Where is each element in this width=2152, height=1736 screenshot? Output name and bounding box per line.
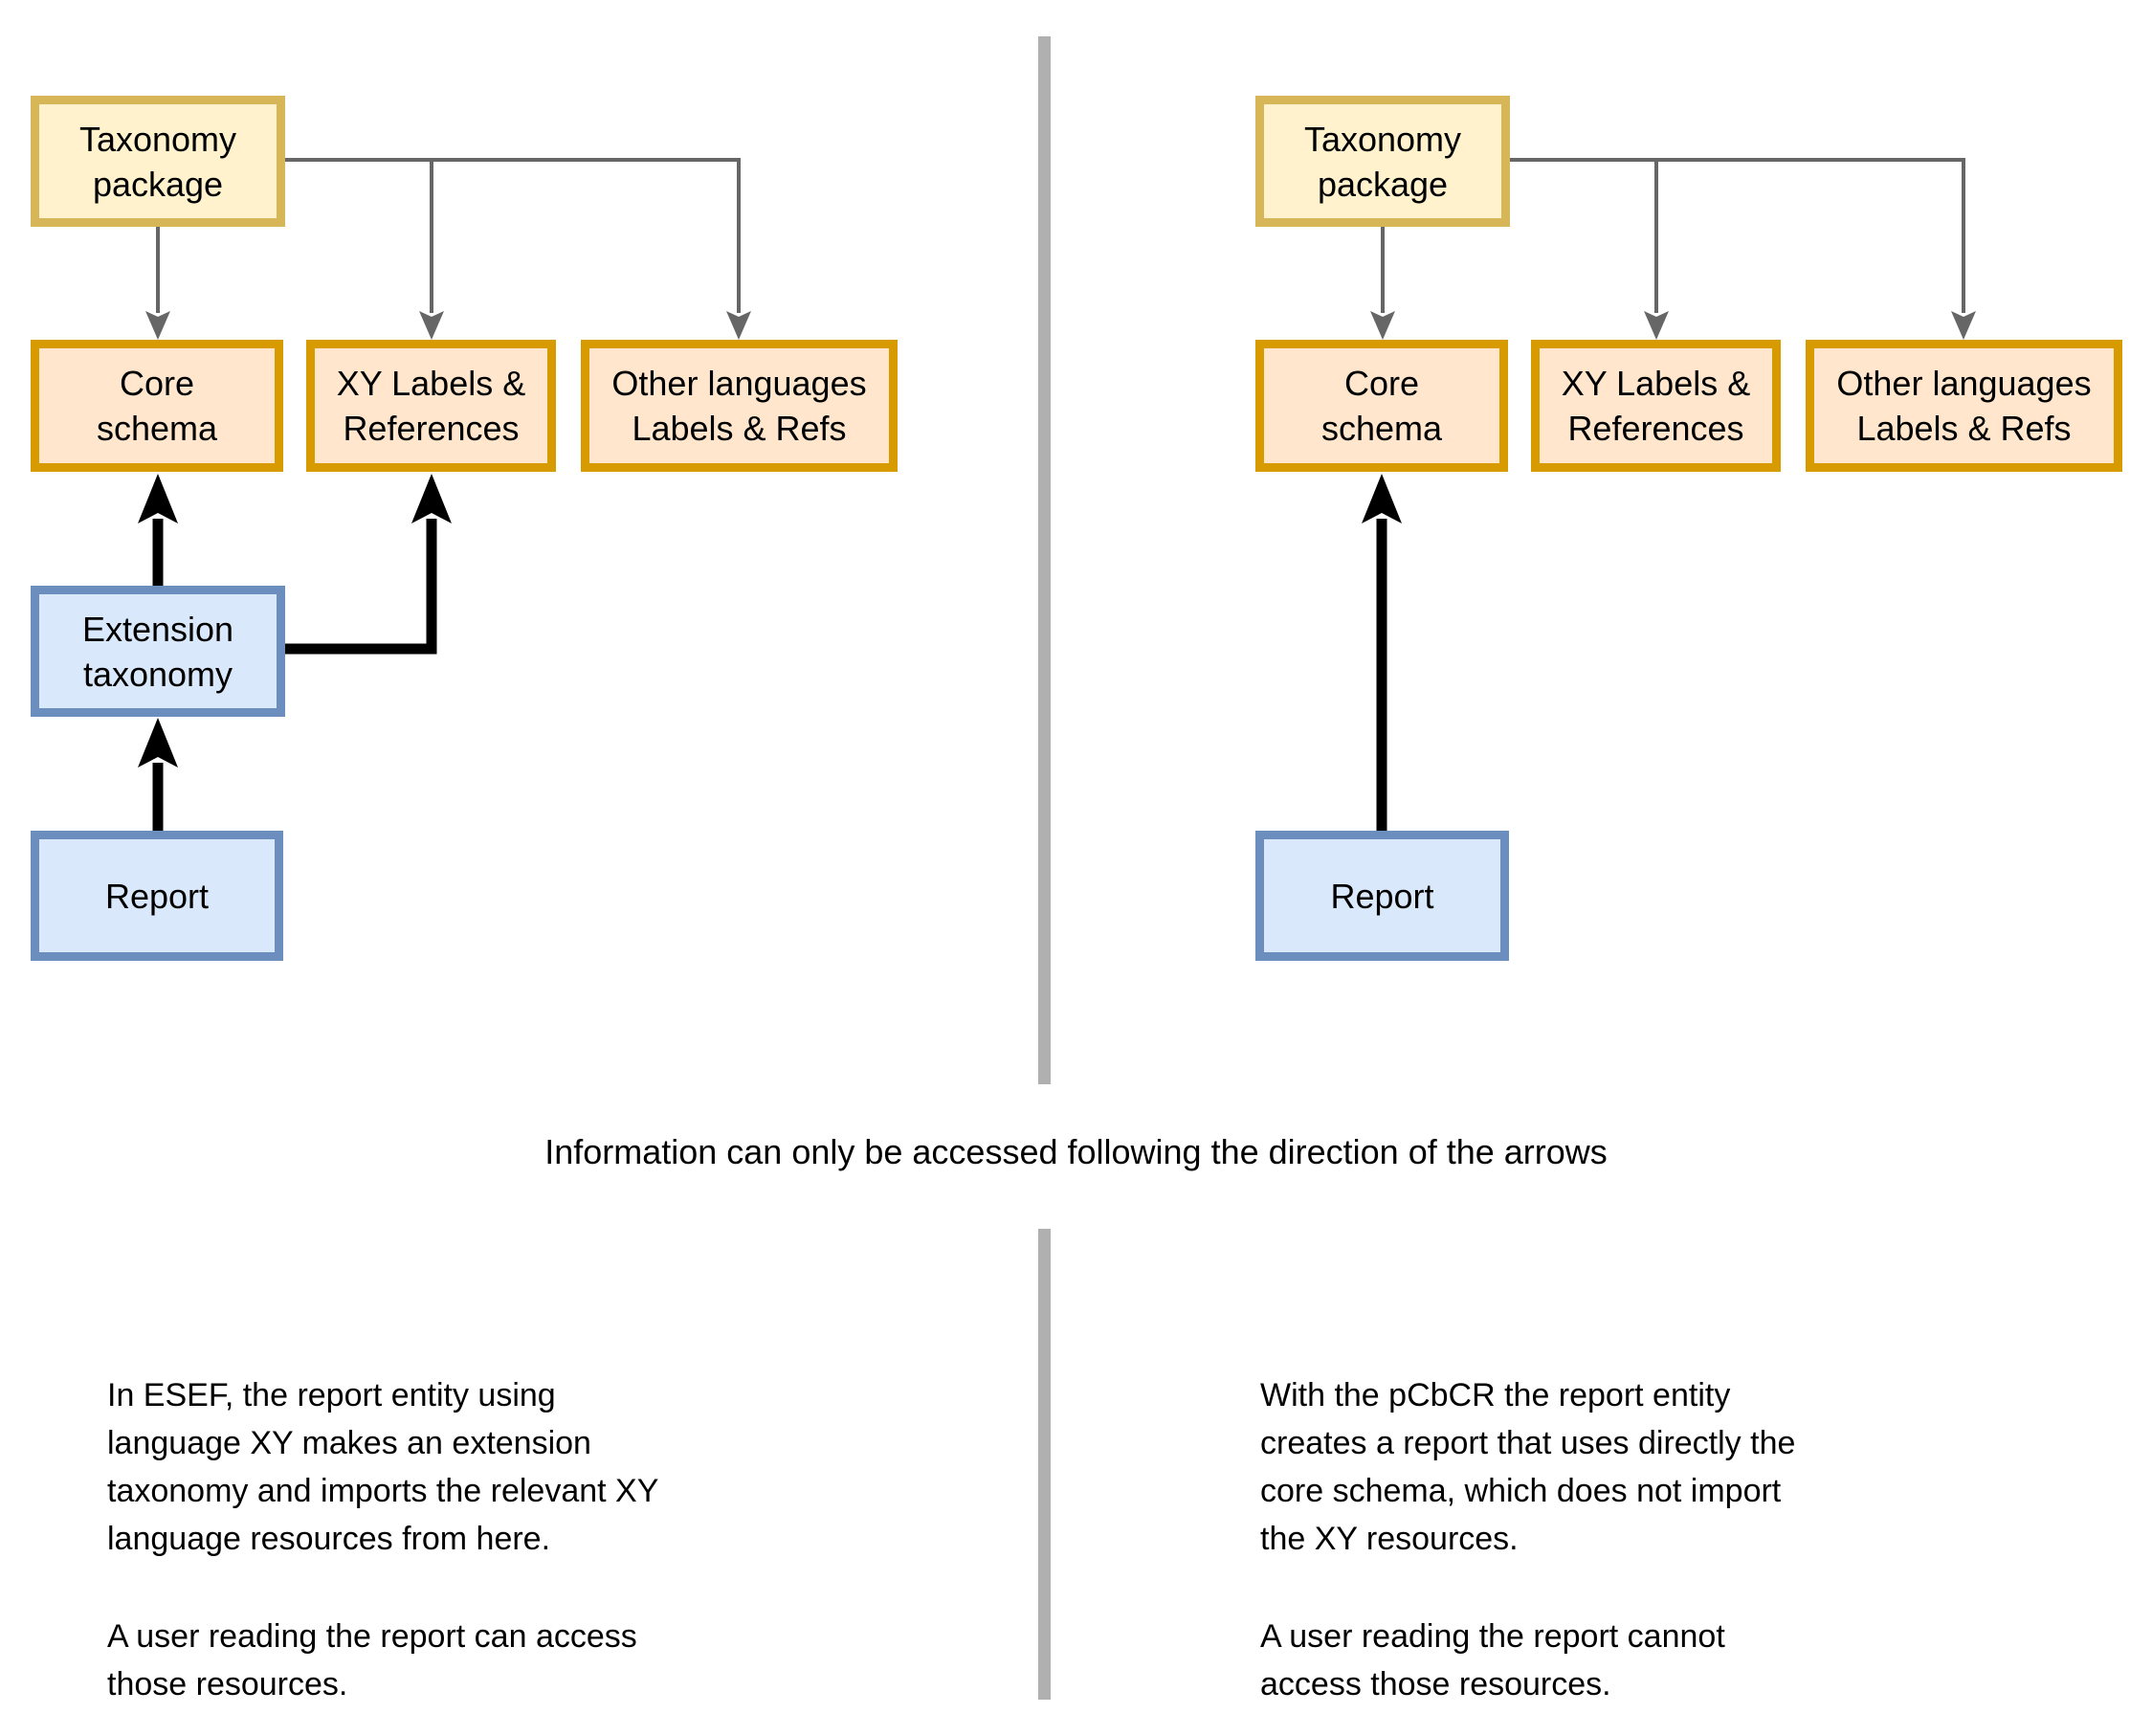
node-label: Core schema xyxy=(96,364,218,448)
node-taxonomy-package-right: Taxonomy package xyxy=(1255,96,1510,227)
node-report-right: Report xyxy=(1255,831,1509,961)
node-label: Report xyxy=(1330,876,1434,916)
node-label: XY Labels & References xyxy=(1561,364,1751,448)
caption-text: Information can only be accessed followi… xyxy=(544,1132,1608,1171)
gray-arrow-taxonomy-to-core-left xyxy=(145,226,170,340)
node-label: XY Labels & References xyxy=(336,364,526,448)
node-report-left: Report xyxy=(31,831,283,961)
node-other-languages-right: Other languages Labels & Refs xyxy=(1806,340,2122,472)
black-arrow-report-to-extension xyxy=(138,718,178,831)
node-xy-labels-left: XY Labels & References xyxy=(306,340,556,472)
node-other-languages-left: Other languages Labels & Refs xyxy=(581,340,898,472)
note-esef-paragraph-2: A user reading the report can access tho… xyxy=(107,1618,637,1703)
gray-arrow-taxonomy-to-other-left xyxy=(432,158,751,340)
node-core-schema-left: Core schema xyxy=(31,340,283,472)
node-label: Taxonomy package xyxy=(1303,119,1462,204)
black-arrow-extension-to-xy xyxy=(283,474,452,655)
black-arrow-extension-to-core xyxy=(138,474,178,586)
note-pcbcr: With the pCbCR the report entity creates… xyxy=(1260,1371,1873,1708)
node-xy-labels-right: XY Labels & References xyxy=(1531,340,1781,472)
gray-arrow-taxonomy-to-xy-left xyxy=(283,158,444,340)
gray-arrow-taxonomy-to-core-right xyxy=(1370,226,1395,340)
gray-arrow-taxonomy-to-other-right xyxy=(1656,158,1976,340)
black-arrow-report-to-core xyxy=(1362,474,1402,831)
node-label: Report xyxy=(104,876,210,916)
node-core-schema-right: Core schema xyxy=(1255,340,1508,472)
note-pcbcr-paragraph-2: A user reading the report cannot access … xyxy=(1260,1618,1725,1703)
node-label: Other languages Labels & Refs xyxy=(1836,364,2092,448)
node-label: Extension taxonomy xyxy=(81,609,234,694)
gray-arrow-taxonomy-to-xy-right xyxy=(1508,158,1669,340)
node-label: Taxonomy package xyxy=(78,119,237,204)
node-label: Core schema xyxy=(1320,364,1443,448)
note-esef-paragraph-1: In ESEF, the report entity using languag… xyxy=(107,1377,659,1557)
vertical-divider-top xyxy=(1038,36,1051,1084)
node-label: Other languages Labels & Refs xyxy=(611,364,867,448)
node-taxonomy-package-left: Taxonomy package xyxy=(31,96,285,227)
note-pcbcr-paragraph-1: With the pCbCR the report entity creates… xyxy=(1260,1377,1796,1557)
node-extension-taxonomy-left: Extension taxonomy xyxy=(31,586,285,717)
vertical-divider-bottom xyxy=(1038,1229,1051,1700)
note-esef: In ESEF, the report entity using languag… xyxy=(107,1371,700,1708)
